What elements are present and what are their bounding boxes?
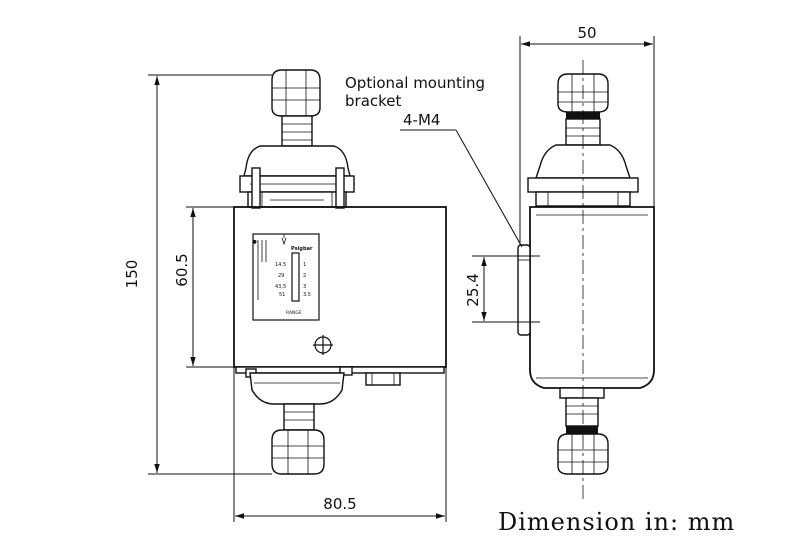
callout-bracket-text: Optional mounting [345, 74, 485, 92]
side-view [517, 60, 655, 500]
bar-tick-3: 3 [303, 284, 306, 290]
bar-tick-2: 2 [303, 273, 306, 279]
front-top-nut [271, 69, 321, 147]
svg-text:●: ● [252, 239, 258, 244]
front-view: ● Psig bar 14.5 29 43.5 51 1 2 3 3.5 RAN… [233, 69, 447, 475]
front-bottom-cap [249, 372, 345, 405]
front-housing [233, 206, 447, 368]
dim-width-label: 80.5 [323, 495, 356, 513]
bar-tick-1: 1 [303, 262, 306, 268]
nameplate-unit-bar: bar [303, 246, 313, 252]
front-bottom-nut [271, 403, 325, 475]
dim-height-label: 150 [123, 260, 141, 289]
dim-bracket-label: 25.4 [464, 273, 482, 306]
front-terminal-box [365, 372, 401, 386]
callout-bracket-text-line2: bracket [345, 92, 402, 110]
side-housing [529, 206, 655, 389]
callout-thread-text: 4-M4 [403, 111, 440, 129]
nameplate-unit-psig: Psig [291, 246, 303, 252]
dim-height-150: 150 [123, 74, 272, 475]
mounting-bracket [517, 244, 531, 336]
psig-tick-3: 43.5 [275, 284, 286, 290]
psig-tick-4: 51 [279, 292, 285, 298]
dim-body-60-5: 60.5 [173, 206, 234, 368]
side-top-nut [557, 73, 609, 146]
dim-bracket-25-4: 25.4 [464, 255, 540, 323]
range-label: RANGE [286, 310, 302, 316]
nameplate: ● Psig bar 14.5 29 43.5 51 1 2 3 3.5 RAN… [252, 233, 320, 321]
dim-width-80-5: 80.5 [233, 367, 447, 522]
psig-tick-2: 29 [278, 273, 284, 279]
front-top-cap [239, 145, 355, 209]
dimension-caption: Dimension in: mm [498, 508, 736, 536]
callout-bracket: Optional mounting bracket 4-M4 [345, 74, 523, 248]
dim-width-50: 50 [519, 24, 655, 245]
psig-tick-1: 14.5 [275, 262, 286, 268]
dim-body-label: 60.5 [173, 253, 191, 286]
dim-side-width-label: 50 [577, 24, 596, 42]
callout-bracket-line1: Optional mounting bracket [345, 74, 490, 110]
adjustment-screw-icon [313, 335, 333, 355]
bar-tick-4: 3.5 [303, 292, 311, 298]
